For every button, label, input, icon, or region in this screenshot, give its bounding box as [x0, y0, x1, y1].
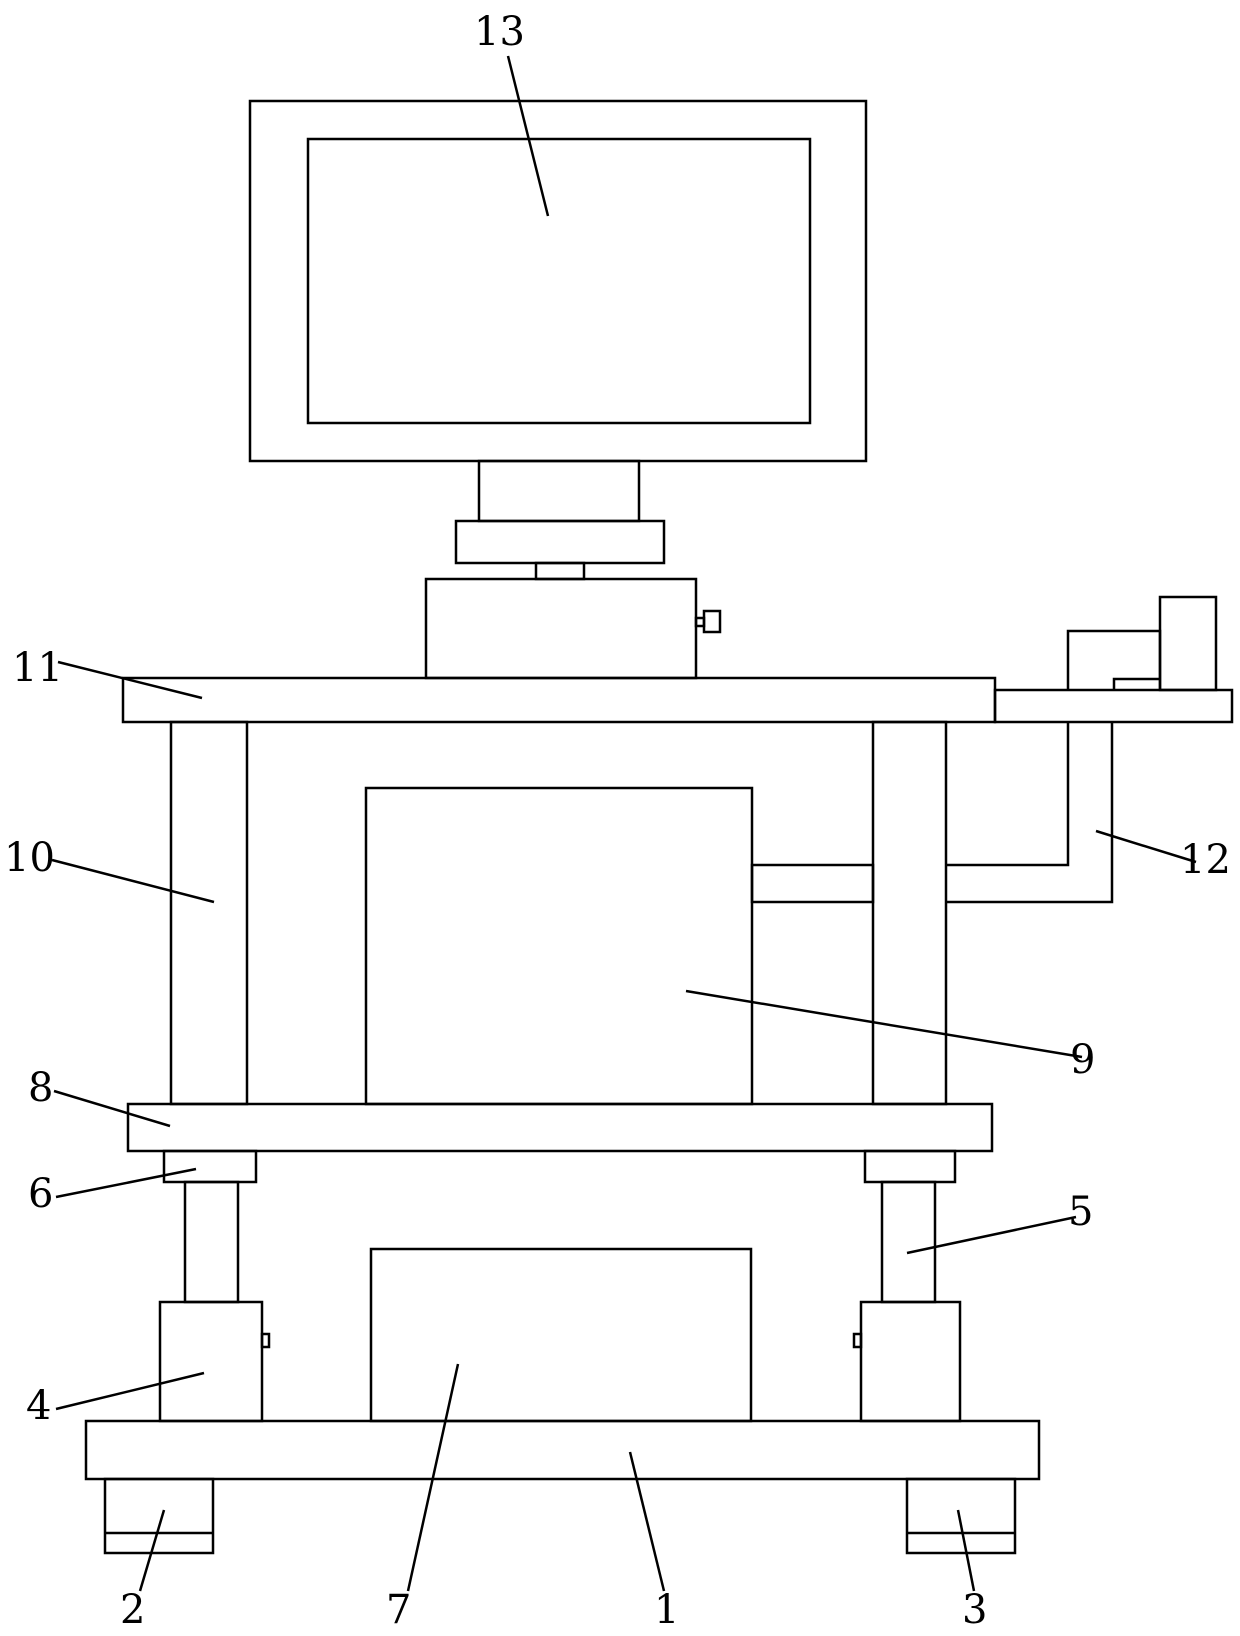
lift-knob-right: [854, 1334, 861, 1347]
leader-11: [58, 662, 202, 698]
monitor-base-box: [426, 579, 696, 678]
label-8: 8: [28, 1068, 53, 1108]
top-plate: [123, 678, 995, 722]
leader-lines: [52, 56, 1196, 1591]
base-plate: [86, 1421, 1039, 1479]
leader-3: [958, 1510, 974, 1591]
middle-plate: [128, 1104, 992, 1151]
monitor-knob: [704, 611, 720, 632]
side-device-block: [1160, 597, 1216, 690]
lift-cap-right: [865, 1151, 955, 1182]
leader-10: [52, 860, 214, 902]
label-1: 1: [654, 1590, 679, 1630]
side-shelf-assembly: [995, 597, 1232, 722]
lift-cylinder-right: [861, 1302, 960, 1421]
pipe-outer: [946, 722, 1112, 902]
monitor-neck: [479, 461, 639, 521]
label-6: 6: [28, 1174, 53, 1214]
lower-box: [371, 1249, 751, 1421]
label-12: 12: [1180, 840, 1231, 880]
middle-box: [366, 788, 752, 1104]
monitor-frame: [250, 101, 866, 461]
side-shelf: [995, 690, 1232, 722]
label-7: 7: [386, 1590, 411, 1630]
monitor-joint: [536, 563, 584, 579]
monitor-swivel-plate: [456, 521, 664, 563]
lift-cylinder-left: [160, 1302, 262, 1421]
leader-8: [54, 1091, 170, 1126]
foot-right: [907, 1479, 1015, 1553]
label-13: 13: [474, 12, 525, 52]
label-9: 9: [1070, 1040, 1095, 1080]
lift-rod-right: [882, 1182, 935, 1302]
leader-7: [408, 1364, 458, 1591]
lift-cap-left: [164, 1151, 256, 1182]
label-10: 10: [4, 838, 55, 878]
column-right: [873, 722, 946, 1104]
column-left: [171, 722, 247, 1104]
label-11: 11: [12, 648, 63, 688]
leader-5: [907, 1217, 1076, 1253]
label-3: 3: [962, 1590, 987, 1630]
leader-13: [508, 56, 548, 216]
label-2: 2: [120, 1590, 145, 1630]
monitor-screen: [308, 139, 810, 423]
leader-2: [140, 1510, 164, 1591]
side-device-small: [1114, 679, 1160, 690]
leader-9: [686, 991, 1082, 1057]
label-4: 4: [26, 1386, 51, 1426]
leader-1: [630, 1452, 664, 1591]
monitor: [250, 101, 866, 678]
label-5: 5: [1068, 1192, 1093, 1232]
lift-rod-left: [185, 1182, 238, 1302]
pipe-inner: [946, 722, 1068, 865]
leader-4: [56, 1373, 204, 1409]
lift-knob-left: [262, 1334, 269, 1347]
foot-left: [105, 1479, 213, 1553]
connector-bar: [752, 865, 873, 902]
